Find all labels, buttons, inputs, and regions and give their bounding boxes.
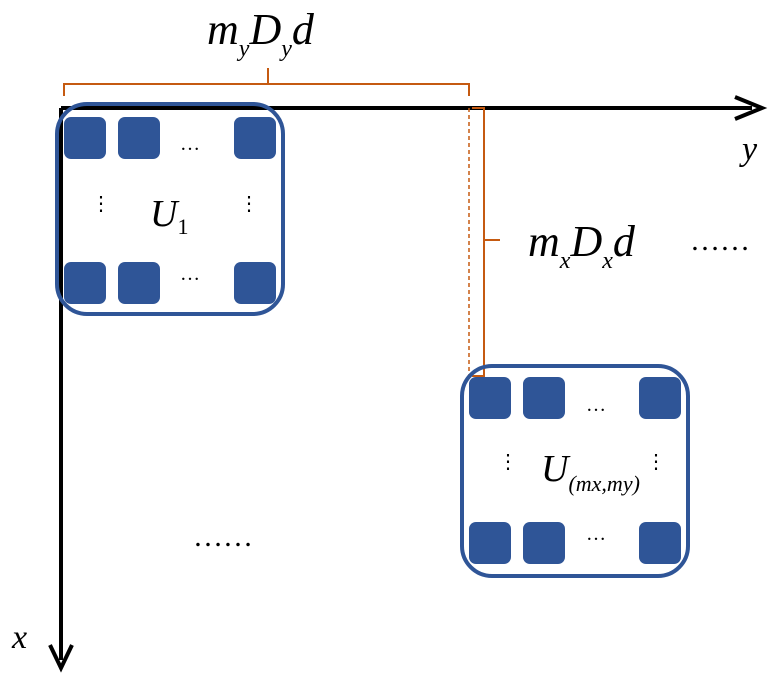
antenna-element-icon — [118, 117, 160, 159]
group-label-last: U(mx,my) — [541, 448, 640, 496]
antenna-element-icon — [523, 377, 565, 419]
antenna-element-icon — [234, 117, 276, 159]
horizontal-continuation-ellipsis: …… — [690, 224, 750, 257]
antenna-element-icon — [469, 377, 511, 419]
antenna-element-icon — [234, 262, 276, 304]
row-ellipsis: … — [586, 523, 606, 545]
antenna-group-last: … … ⋮ ⋮ U(mx,my) — [460, 364, 690, 578]
column-ellipsis: ⋮ — [646, 451, 666, 473]
group-outline — [55, 102, 285, 316]
antenna-element-icon — [523, 522, 565, 564]
x-axis-label: x — [11, 619, 27, 656]
antenna-group-first: … … ⋮ ⋮ U1 — [55, 102, 285, 316]
column-ellipsis: ⋮ — [239, 193, 259, 215]
horizontal-spacing-brace: myDyd — [63, 5, 470, 96]
vertical-spacing-brace: mxDxd …… — [468, 107, 750, 377]
antenna-element-icon — [469, 522, 511, 564]
x-axis-arrow-icon — [48, 644, 74, 673]
row-ellipsis: … — [586, 394, 606, 416]
antenna-element-icon — [639, 522, 681, 564]
y-axis-arrow-icon — [734, 95, 768, 121]
antenna-element-icon — [64, 262, 106, 304]
row-ellipsis: … — [180, 133, 200, 155]
row-ellipsis: … — [180, 263, 200, 285]
horizontal-spacing-label: myDyd — [207, 5, 315, 62]
vertical-spacing-label: mxDxd — [528, 217, 636, 274]
antenna-element-icon — [639, 377, 681, 419]
antenna-element-icon — [64, 117, 106, 159]
antenna-element-icon — [118, 262, 160, 304]
vertical-continuation-ellipsis: …… — [193, 520, 253, 553]
axes: y x — [11, 95, 768, 673]
column-ellipsis: ⋮ — [91, 193, 111, 215]
y-axis-label: y — [739, 131, 758, 168]
group-label-first: U1 — [150, 193, 188, 239]
group-outline — [460, 364, 690, 578]
column-ellipsis: ⋮ — [498, 451, 518, 473]
